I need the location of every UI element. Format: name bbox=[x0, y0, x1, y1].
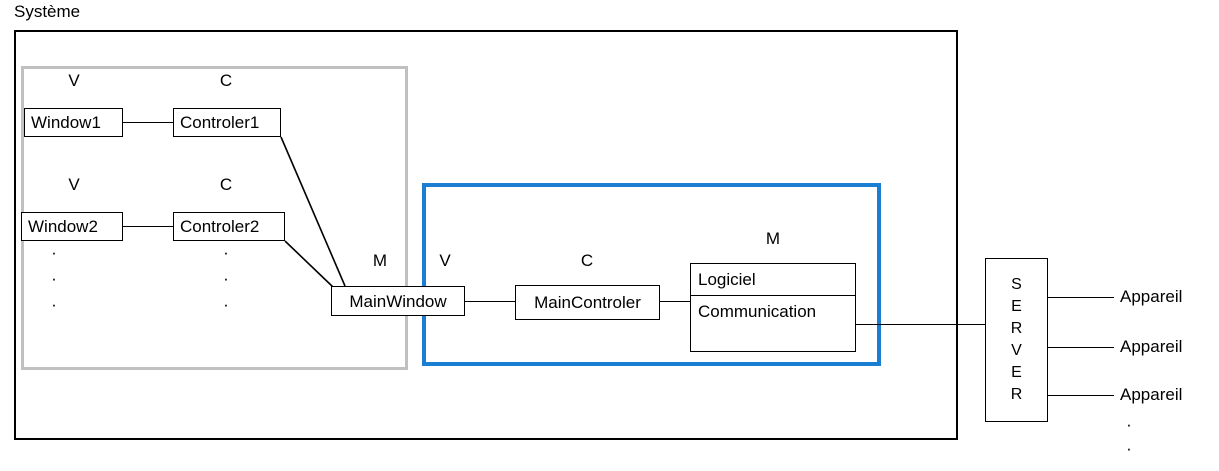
ellipsis-dot: · bbox=[223, 295, 229, 314]
node-window1[interactable]: Window1 bbox=[24, 108, 123, 137]
mvc-group-blue-box bbox=[422, 183, 881, 366]
link-communication-server bbox=[856, 324, 985, 325]
tag-controller-1: C bbox=[219, 71, 233, 90]
ellipsis-appareils: · · bbox=[1119, 413, 1139, 461]
tag-controller-2: C bbox=[219, 175, 233, 194]
link-controler1-mainwindow bbox=[280, 136, 346, 287]
label-appareil-1: Appareil bbox=[1120, 287, 1183, 306]
node-controler1[interactable]: Controler1 bbox=[173, 108, 281, 137]
link-mainwindow-maincontroler bbox=[465, 301, 515, 302]
system-title: Système bbox=[14, 2, 81, 21]
node-mainwindow[interactable]: MainWindow bbox=[331, 286, 465, 316]
node-maincontroler[interactable]: MainControler bbox=[515, 285, 660, 320]
ellipsis-dot: · bbox=[51, 243, 57, 262]
tag-controller-main: C bbox=[580, 251, 594, 270]
node-server[interactable]: S E R V E R bbox=[985, 258, 1048, 422]
ellipsis-dot: · bbox=[51, 295, 57, 314]
system-boundary-box bbox=[14, 30, 958, 440]
tag-model-main: M bbox=[765, 229, 781, 248]
node-controler2[interactable]: Controler2 bbox=[173, 212, 285, 241]
node-model-compartments[interactable]: Logiciel Communication bbox=[690, 263, 856, 352]
compartment-logiciel[interactable]: Logiciel bbox=[691, 264, 855, 296]
compartment-communication[interactable]: Communication bbox=[698, 302, 817, 321]
ellipsis-dot: · bbox=[1126, 415, 1132, 434]
tag-view-mainwindow: V bbox=[439, 251, 451, 270]
tag-view-1: V bbox=[68, 71, 80, 90]
ellipsis-controllers: · · · bbox=[214, 240, 238, 318]
label-appareil-3: Appareil bbox=[1120, 385, 1183, 404]
link-server-appareil-2 bbox=[1048, 347, 1114, 348]
server-letter: V bbox=[1011, 342, 1022, 359]
ellipsis-dot: · bbox=[223, 269, 229, 288]
server-letter: E bbox=[1011, 298, 1022, 315]
node-window2[interactable]: Window2 bbox=[21, 212, 123, 241]
tag-view-2: V bbox=[68, 175, 80, 194]
label-appareil-2: Appareil bbox=[1120, 337, 1183, 356]
server-letter: S bbox=[1011, 276, 1022, 293]
ellipsis-views: · · · bbox=[42, 240, 66, 318]
link-server-appareil-3 bbox=[1048, 395, 1114, 396]
link-server-appareil-1 bbox=[1048, 297, 1114, 298]
server-letter: E bbox=[1011, 364, 1022, 381]
link-maincontroler-model bbox=[660, 301, 690, 302]
link-controler2-mainwindow bbox=[284, 240, 334, 288]
ellipsis-dot: · bbox=[51, 269, 57, 288]
ellipsis-dot: · bbox=[223, 243, 229, 262]
link-window1-controler1 bbox=[123, 122, 173, 123]
ellipsis-dot: · bbox=[1126, 439, 1132, 458]
server-letter: R bbox=[1010, 386, 1023, 403]
link-window2-controler2 bbox=[123, 226, 173, 227]
server-letter: R bbox=[1010, 320, 1023, 337]
tag-model-mainwindow: M bbox=[372, 251, 388, 270]
